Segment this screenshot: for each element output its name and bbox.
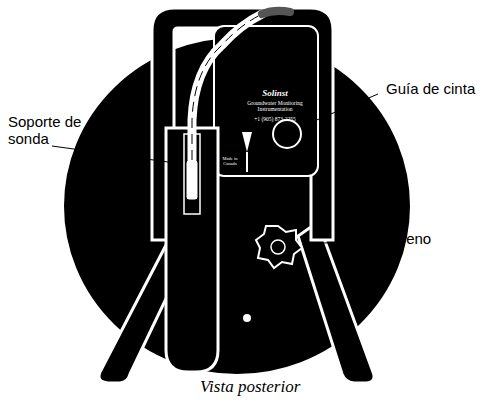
part-label: Freno [392, 230, 431, 247]
guide-hole [273, 120, 301, 148]
brand-text: Groundwater Monitoring Instrumentation [234, 100, 316, 113]
brand-text: Solinst [240, 88, 310, 98]
right-leg [298, 222, 374, 383]
figure-caption: Vista posterior [200, 377, 300, 397]
leader-line [52, 146, 168, 162]
leader-line [302, 240, 388, 244]
tape [192, 14, 262, 160]
part-label: Guía de cinta [386, 80, 475, 97]
guide-notch [242, 132, 252, 152]
tape-marks [192, 14, 262, 160]
brake-knob [256, 226, 302, 268]
leader-line [312, 94, 378, 122]
part-label: Soporte de sonda [8, 113, 100, 148]
tape-guide-plate [214, 26, 318, 176]
brake-hub [271, 240, 285, 254]
probe-holder [166, 128, 218, 372]
screw [243, 314, 251, 322]
tape-end [262, 11, 290, 14]
probe [186, 160, 198, 200]
phone-text: +1 (905) 873-2255 [240, 116, 310, 122]
origin-text: Made in Canada [218, 156, 242, 166]
guide-slot [246, 152, 248, 172]
